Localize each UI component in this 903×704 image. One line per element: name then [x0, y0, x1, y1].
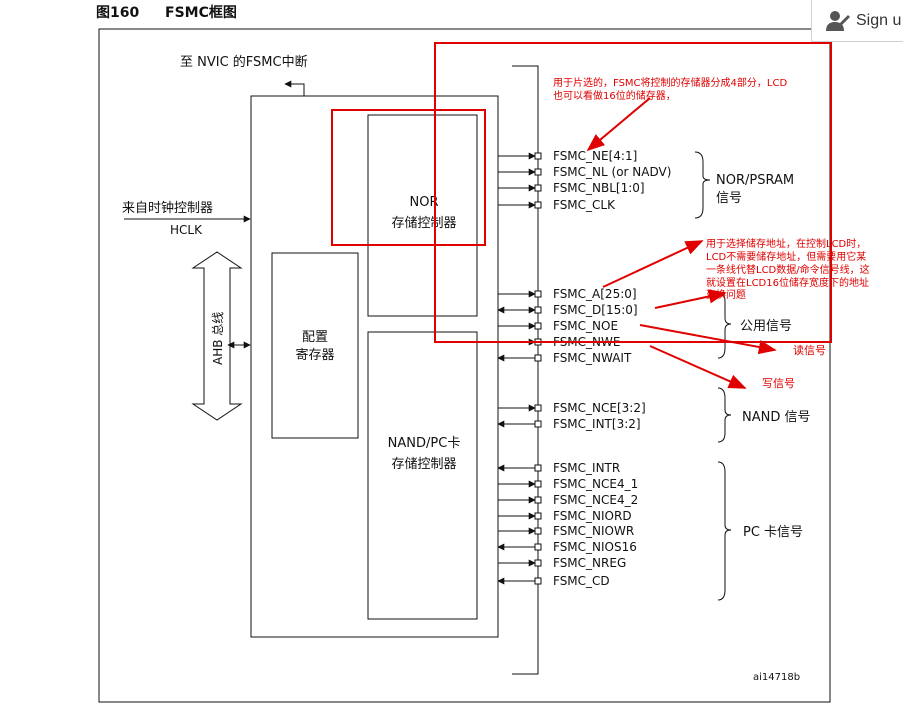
signal-label: FSMC_CLK — [553, 198, 616, 212]
config-register-block — [271, 252, 359, 439]
ahb-bus-arrow — [191, 251, 243, 421]
signal-label: FSMC_D[15:0] — [553, 303, 638, 317]
clock-label: 来自时钟控制器 — [122, 200, 213, 216]
signal-label: FSMC_NCE[3:2] — [553, 401, 646, 415]
figure-title: FSMC框图 — [165, 4, 237, 21]
signal-label: FSMC_INT[3:2] — [553, 417, 641, 431]
signal-label: FSMC_NWAIT — [553, 351, 632, 365]
sign-in-label: Sign u — [856, 11, 902, 29]
signal-label: FSMC_NCE4_1 — [553, 477, 638, 491]
config-label-1: 配置 — [302, 330, 328, 345]
address-note-4: 就设置在LCD16位储存宽度下的地址 — [706, 276, 869, 289]
ahb-label: AHB 总线 — [211, 312, 225, 365]
signal-pin — [534, 322, 542, 330]
signal-label: FSMC_A[25:0] — [553, 287, 637, 301]
signal-pin — [534, 543, 542, 551]
signal-pin — [534, 512, 542, 520]
common-group-label: 公用信号 — [740, 319, 792, 334]
nand-brace — [717, 387, 732, 443]
chip-select-arrow — [586, 97, 651, 152]
signal-pin — [534, 201, 542, 209]
pin-column-line — [512, 65, 539, 675]
nand-label-2: 存储控制器 — [391, 457, 456, 472]
signal-pin — [534, 496, 542, 504]
signal-label: FSMC_NIORD — [553, 509, 632, 523]
outer-frame — [98, 28, 831, 703]
signal-label: FSMC_NE[4:1] — [553, 149, 637, 163]
signal-label: FSMC_NL (or NADV) — [553, 165, 671, 179]
read-arrow — [639, 324, 777, 355]
address-arrow — [602, 240, 704, 288]
fsmc-block — [250, 95, 499, 638]
signal-label: FSMC_NIOWR — [553, 524, 634, 538]
write-note: 写信号 — [762, 377, 795, 390]
signal-label: FSMC_NIOS16 — [553, 540, 637, 554]
hclk-label: HCLK — [170, 223, 203, 237]
nor-label-2: 存储控制器 — [391, 216, 456, 231]
nand-controller-block — [367, 331, 478, 620]
read-note: 读信号 — [793, 343, 826, 357]
nor-brace — [694, 151, 711, 219]
nor-group-label-2: 信号 — [716, 191, 742, 206]
signal-pin — [534, 464, 542, 472]
chip-select-note-2: 也可以看做16位的储存器， — [553, 89, 676, 102]
signal-rows: FSMC_NE[4:1] FSMC_NL (or NADV) FSMC_NBL[1:… — [497, 149, 671, 588]
data-arrow — [654, 289, 727, 309]
signal-pin — [534, 559, 542, 567]
signal-pin — [534, 354, 542, 362]
nor-label-1: NOR — [410, 195, 439, 210]
signal-label: FSMC_NOE — [553, 319, 618, 333]
signal-pin — [534, 577, 542, 585]
pc-brace — [717, 461, 732, 601]
nor-highlight-box — [331, 109, 486, 246]
signal-label: FSMC_INTR — [553, 461, 620, 475]
figure-number: 图160 — [96, 5, 139, 21]
pc-group-label: PC 卡信号 — [743, 525, 803, 540]
figure-id: ai14718b — [753, 672, 800, 683]
user-icon — [826, 10, 850, 31]
signal-pin — [534, 404, 542, 412]
signal-label: FSMC_NREG — [553, 556, 626, 570]
signal-pin — [534, 152, 542, 160]
signal-pin — [534, 480, 542, 488]
signals-highlight-box — [434, 42, 832, 343]
nvic-arrow — [284, 80, 305, 96]
address-note-2: LCD不需要储存地址，但需要用它某 — [706, 250, 866, 263]
signal-pin — [534, 420, 542, 428]
nor-controller-block — [367, 114, 478, 317]
signal-pin — [534, 290, 542, 298]
address-note-3: 一条线代替LCD数据/命令信号线，这 — [706, 263, 870, 276]
nor-group-label-1: NOR/PSRAM — [716, 173, 794, 188]
nand-group-label: NAND 信号 — [742, 410, 811, 425]
sign-in-button[interactable]: Sign u — [811, 0, 903, 42]
address-note-1: 用于选择储存地址，在控制LCD时， — [706, 237, 866, 250]
signal-pin — [534, 527, 542, 535]
nvic-label: 至 NVIC 的FSMC中断 — [180, 54, 308, 70]
signal-label: FSMC_NCE4_2 — [553, 493, 638, 507]
signal-label: FSMC_NBL[1:0] — [553, 181, 645, 195]
signal-pin — [534, 168, 542, 176]
config-label-2: 寄存器 — [295, 347, 334, 363]
address-note-5: 变换问题 — [706, 288, 746, 301]
signal-pin — [534, 184, 542, 192]
chip-select-note-1: 用于片选的，FSMC将控制的存储器分成4部分，LCD — [553, 76, 787, 89]
signal-label: FSMC_CD — [553, 574, 610, 588]
common-brace — [717, 291, 732, 359]
nand-label-1: NAND/PC卡 — [388, 436, 461, 451]
write-arrow — [649, 345, 747, 389]
signal-pin — [534, 306, 542, 314]
